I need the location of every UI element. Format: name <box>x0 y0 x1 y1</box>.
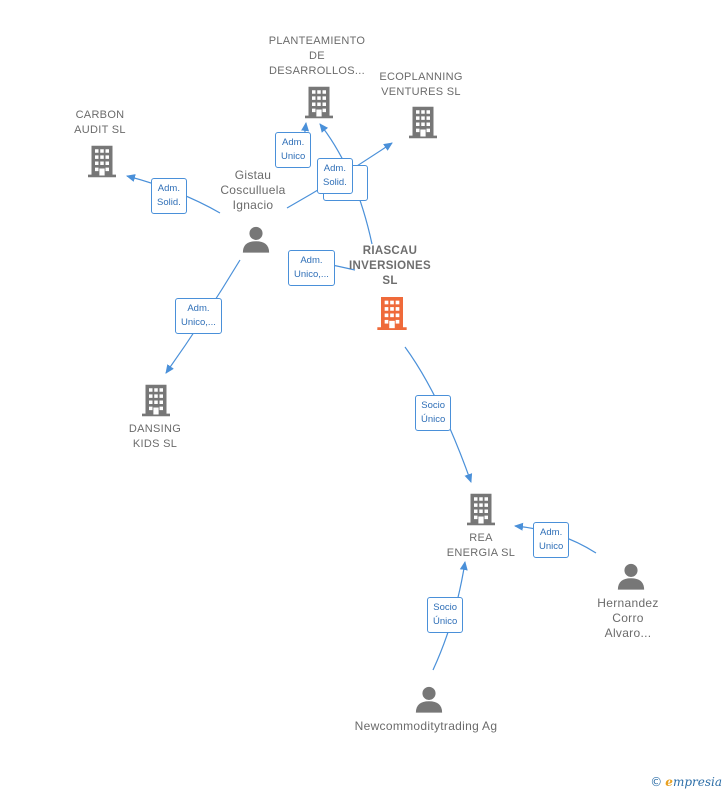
brand-name: mpresia <box>672 775 722 789</box>
edge-label-gistau-riascau[interactable]: Adm. Unico,... <box>288 250 335 286</box>
edge-label-gistau-planteamiento[interactable]: Adm. Unico <box>275 132 312 168</box>
building-icon[interactable] <box>88 145 116 178</box>
person-icon[interactable] <box>415 686 443 713</box>
node-label-rea[interactable]: REA ENERGIA SL <box>446 532 516 559</box>
building-icon[interactable] <box>305 86 333 119</box>
edge-label-newcommodity-rea[interactable]: Socio Único <box>427 597 464 633</box>
edge-label-gistau-ecoplanning[interactable]: Adm. Solid. <box>317 158 353 194</box>
edge-label-gistau-carbon[interactable]: Adm. Solid. <box>151 178 187 214</box>
building-icon[interactable] <box>377 297 407 330</box>
person-icon[interactable] <box>617 563 645 590</box>
edge-label-gistau-dansing[interactable]: Adm. Unico,... <box>175 298 222 334</box>
node-label-newcommodity[interactable]: Newcommoditytrading Ag <box>354 719 498 733</box>
building-icon[interactable] <box>467 493 495 526</box>
node-label-ecoplanning[interactable]: ECOPLANNING VENTURES SL <box>379 71 463 98</box>
node-label-carbon[interactable]: CARBON AUDIT SL <box>74 109 126 136</box>
edge-label-hernandez-rea[interactable]: Adm. Unico <box>533 522 570 558</box>
building-icon[interactable] <box>409 106 437 139</box>
brand-initial: e <box>665 775 673 789</box>
node-label-dansing[interactable]: DANSING KIDS SL <box>128 423 182 450</box>
node-label-hernandez[interactable]: Hernandez Corro Alvaro... <box>597 596 659 640</box>
empresia-credit[interactable]: ©empresia <box>650 775 722 789</box>
node-label-gistau[interactable]: Gistau Cosculluela Ignacio <box>220 168 286 212</box>
person-icon[interactable] <box>242 226 270 253</box>
node-label-planteamiento[interactable]: PLANTEAMIENTO DE DESARROLLOS... <box>268 35 366 77</box>
node-label-riascau[interactable]: RIASCAU INVERSIONES SL <box>349 245 431 287</box>
building-icon[interactable] <box>142 384 170 417</box>
edge-label-riascau-rea[interactable]: Socio Único <box>415 395 452 431</box>
copyright-icon: © <box>650 775 663 789</box>
